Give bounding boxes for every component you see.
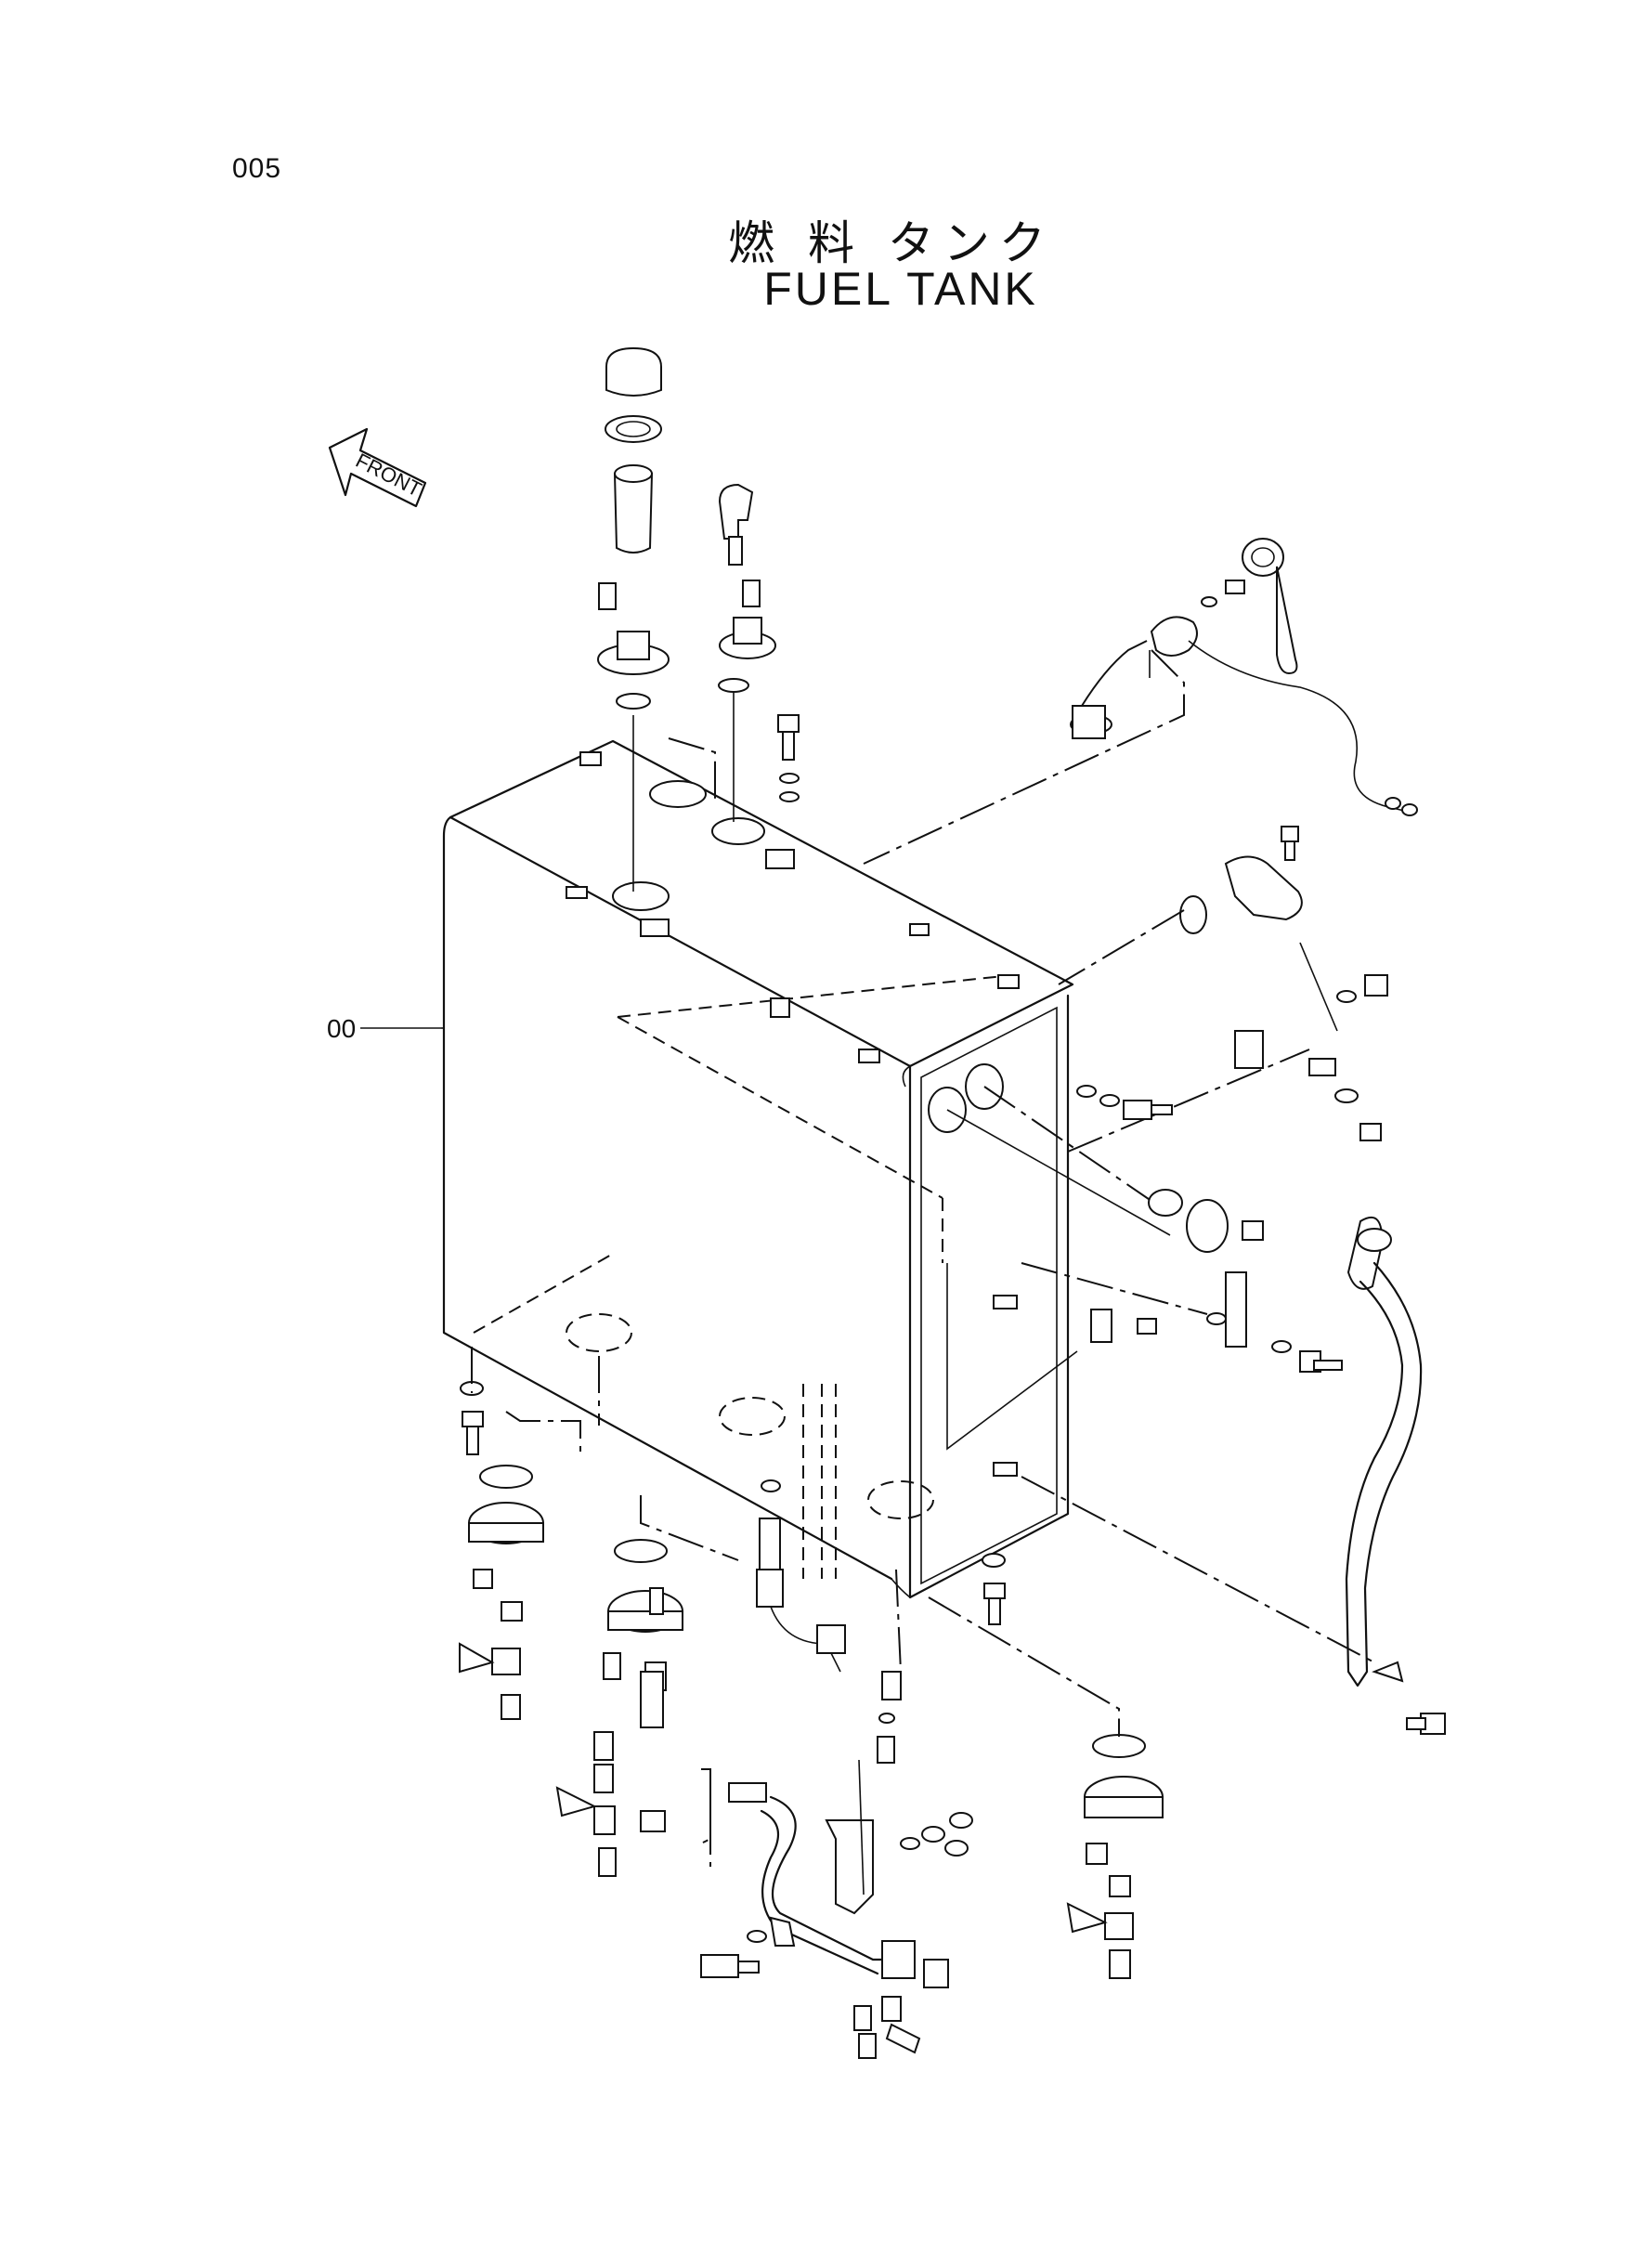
lower-hose-fittings — [700, 1782, 949, 2059]
tank-callout-label: 00 — [327, 1014, 357, 1043]
level-sensor-lower — [756, 1384, 846, 1673]
page-number: 005 — [232, 153, 282, 184]
front-direction-arrow: FRONT — [328, 427, 427, 508]
tank-top-ports — [566, 751, 1020, 1063]
pipe-clamp-bottom-right — [1372, 1661, 1446, 1735]
breather-assembly — [668, 483, 776, 822]
bottom-bracket — [825, 1569, 973, 1915]
fuel-level-sender — [863, 538, 1418, 865]
title-english: FUEL TANK — [763, 263, 1038, 315]
fuel-filler-assembly — [597, 346, 670, 892]
drain-assembly-left — [459, 1347, 581, 1720]
fuel-tank-body — [442, 739, 1074, 1599]
title-japanese: 燃 料 タンク — [728, 216, 1055, 270]
side-cover-parts — [946, 1189, 1375, 1663]
return-hose-assembly — [1058, 826, 1423, 1687]
drain-assembly-middle — [555, 1313, 934, 1877]
top-bolt-and-washers — [777, 714, 800, 802]
tank-side-ports — [928, 1063, 1171, 1477]
drain-assembly-right — [928, 1553, 1164, 1979]
right-clamp-bolts — [1067, 942, 1388, 1153]
